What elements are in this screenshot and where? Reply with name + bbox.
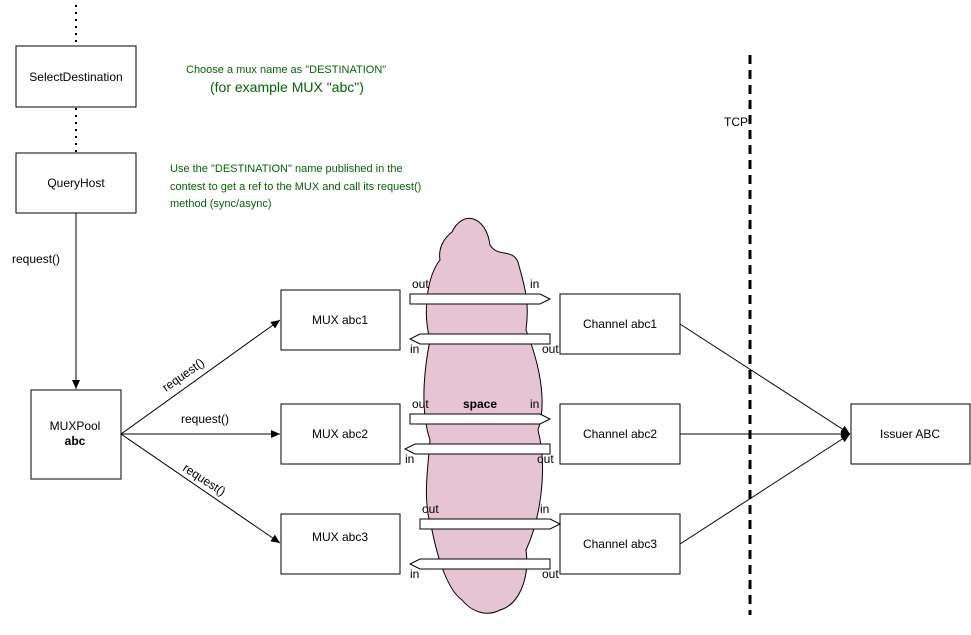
in-label-2b: in [405, 452, 414, 466]
arrow-muxpool-to-mux3 [120, 433, 281, 544]
out-label-3b: out [542, 567, 559, 581]
out-label-3a: out [422, 502, 439, 516]
issuer-abc-label: Issuer ABC [880, 427, 940, 441]
flat-arrow-out-2 [409, 413, 552, 425]
in-label-1b: in [410, 342, 419, 356]
mux-abc3-box [280, 513, 401, 575]
space-label: space [463, 397, 497, 411]
channel-abc1-box [559, 293, 681, 355]
channel-abc2-label: Channel abc2 [583, 427, 657, 441]
request-label-1: request() [160, 355, 207, 394]
flat-arrow-out-3 [419, 518, 562, 530]
request-main-label: request() [12, 252, 60, 266]
arrow-channel3-to-issuer [679, 433, 851, 545]
mux-abc2-box [280, 403, 401, 465]
channel-abc3-box [559, 513, 681, 575]
query-host-label: QueryHost [47, 176, 105, 190]
note-choose-line1: Choose a mux name as "DESTINATION" [186, 64, 386, 76]
note-choose-line2: (for example MUX "abc") [210, 79, 364, 95]
mux-abc3-label: MUX abc3 [312, 530, 368, 544]
query-host-box [15, 152, 137, 214]
out-label-2a: out [412, 397, 429, 411]
issuer-abc-box [850, 403, 971, 465]
tcp-label: TCP [724, 115, 748, 129]
out-label-1b: out [542, 342, 559, 356]
channel-abc2-box [559, 403, 681, 465]
select-destination-label: SelectDestination [29, 70, 122, 84]
in-label-3b: in [410, 567, 419, 581]
flat-arrow-in-1 [408, 333, 551, 345]
flat-arrow-in-3 [408, 558, 551, 570]
muxpool-sublabel: abc [65, 434, 86, 448]
mux-abc1-box [280, 289, 401, 351]
muxpool-label: MUXPool [50, 419, 101, 433]
note-use-line2: contest to get a ref to the MUX and call… [170, 181, 421, 193]
in-label-2a: in [530, 397, 539, 411]
flat-arrow-in-2 [403, 443, 551, 455]
request-label-2: request() [181, 412, 229, 426]
channel-abc3-label: Channel abc3 [583, 537, 657, 551]
channel-abc1-label: Channel abc1 [583, 317, 657, 331]
select-destination-box [15, 45, 137, 108]
out-label-1a: out [412, 277, 429, 291]
note-use-line3: method (sync/async) [170, 198, 271, 210]
arrow-channel1-to-issuer [679, 323, 851, 435]
note-use-line1: Use the "DESTINATION" name published in … [170, 163, 403, 175]
arrow-muxpool-to-mux1 [120, 319, 281, 435]
out-label-2b: out [537, 452, 554, 466]
in-label-3a: in [540, 502, 549, 516]
in-label-1a: in [530, 277, 539, 291]
mux-abc1-label: MUX abc1 [312, 313, 368, 327]
mux-abc2-label: MUX abc2 [312, 427, 368, 441]
flat-arrow-out-1 [409, 293, 552, 305]
